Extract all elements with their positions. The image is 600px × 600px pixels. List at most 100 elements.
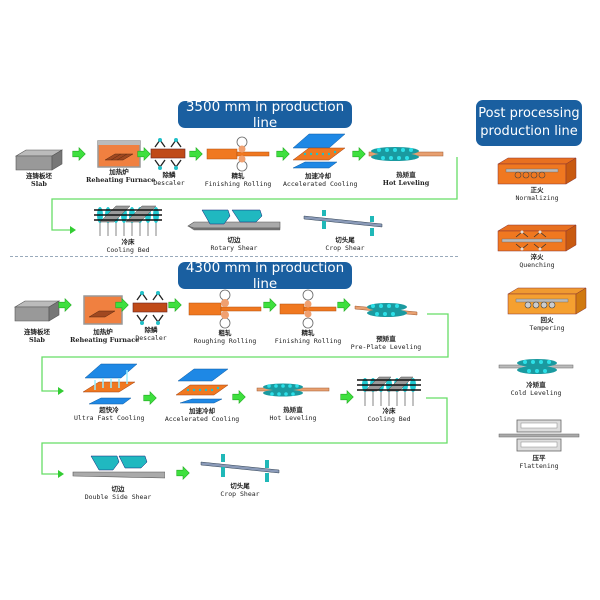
step-label-cn: 精轧 — [301, 329, 315, 337]
flow-arrow-icon — [176, 466, 190, 480]
furnace-icon — [83, 295, 123, 325]
banner-title-line2: production line — [480, 124, 578, 139]
step-label-cn: 压平 — [532, 454, 546, 462]
step-label-cn: 冷床 — [121, 238, 135, 246]
leveler-icon — [354, 303, 418, 317]
connector-arrowhead — [58, 387, 64, 395]
step-label-cn: 加速冷却 — [189, 407, 215, 415]
ultra-fast-cooling-icon — [82, 363, 137, 405]
flow-arrow-icon — [340, 390, 354, 404]
step-label-en: Accelerated Cooling — [283, 180, 358, 188]
step-label-en: Quenching — [519, 261, 555, 269]
step-label-cn: 回火 — [540, 316, 554, 324]
step-tempering: 回火 Tempering — [504, 286, 590, 332]
step-label-en: Accelerated Cooling — [164, 415, 240, 423]
step-label-en: Flattening — [519, 462, 559, 470]
furnace-icon — [97, 140, 141, 168]
cooling-bed-icon — [357, 376, 421, 406]
accelerated-cooling-icon — [292, 133, 346, 169]
step-label-cn: 切边 — [111, 485, 125, 493]
connector-arrowhead — [58, 470, 64, 478]
step-label-cn: 切头尾 — [335, 236, 355, 244]
slab-icon — [13, 300, 61, 322]
step-pre-plate-leveling: 预矫直 Pre-Plate Leveling — [346, 300, 426, 351]
step-cold-leveling: 冷矫直 Cold Leveling — [496, 357, 576, 397]
step-label-cn: 加热炉 — [93, 328, 113, 336]
step-reheating-furnace: 加热炉 Reheating Furnace — [86, 140, 156, 184]
step-label-en: Cooling Bed — [106, 246, 150, 254]
cooling-bed-icon — [94, 205, 162, 236]
step-label-en: Roughing Rolling — [193, 337, 257, 345]
tempering-furnace-icon — [507, 287, 587, 315]
step-flattening: 压平 Flattening — [496, 418, 582, 470]
step-label-en: Pre-Plate Leveling — [350, 343, 422, 351]
step-label-cn: 加热炉 — [109, 168, 129, 176]
normalizing-furnace-icon — [497, 157, 577, 185]
step-quenching: 淬火 Quenching — [494, 223, 580, 269]
step-label-cn: 预矫直 — [376, 335, 396, 343]
step-label-en: Finishing Rolling — [274, 337, 342, 345]
step-label-en: Descaler — [153, 179, 185, 187]
slab-icon — [14, 149, 64, 171]
flow-arrow-icon — [143, 391, 157, 405]
step-label-cn: 连铸板坯 — [24, 328, 50, 336]
banner-post-processing: Post processing production line — [476, 100, 582, 146]
banner-title-line1: Post processing — [478, 106, 580, 121]
flow-arrow-icon — [232, 390, 246, 404]
step-finishing-rolling: 精轧 Finishing Rolling — [270, 289, 346, 345]
step-label-en: Slab — [29, 336, 45, 344]
section-divider — [10, 256, 458, 257]
step-reheating-furnace: 加热炉 Reheating Furnace — [70, 295, 139, 344]
quenching-furnace-icon — [497, 224, 577, 252]
step-label-en: Rotary Shear — [210, 244, 258, 252]
flow-arrow-icon — [352, 147, 366, 161]
step-label-cn: 切头尾 — [230, 482, 250, 490]
step-label-en: Hot Leveling — [269, 414, 317, 422]
step-label-en: Double Side Shear — [84, 493, 152, 501]
flow-arrow-icon — [189, 147, 203, 161]
step-label-en: Normalizing — [515, 194, 559, 202]
step-label-en: Cold Leveling — [510, 389, 562, 397]
step-label-en: Finishing Rolling — [204, 180, 272, 188]
crop-shear-icon — [200, 454, 280, 482]
step-label-en: Crop Shear — [220, 490, 260, 498]
flow-arrow-icon — [115, 298, 129, 312]
shear-icon — [187, 209, 281, 231]
step-roughing-rolling: 粗轧 Roughing Rolling — [180, 289, 270, 345]
step-label-en: Hot Leveling — [382, 179, 430, 187]
rolling-mill-icon — [188, 289, 262, 329]
step-label-cn: 连铸板坯 — [26, 172, 52, 180]
step-label-cn: 冷床 — [382, 407, 396, 415]
step-double-side-shear: 切边 Double Side Shear — [70, 454, 166, 501]
step-label-cn: 粗轧 — [218, 329, 232, 337]
rolling-mill-icon — [279, 289, 337, 329]
step-label-en: Descaler — [135, 334, 167, 342]
flow-arrow-icon — [72, 147, 86, 161]
step-slab: 连铸板坯 Slab — [12, 299, 62, 344]
leveler-icon — [368, 147, 444, 161]
step-cooling-bed: 冷床 Cooling Bed — [88, 202, 168, 254]
step-accelerated-cooling: 加速冷却 Accelerated Cooling — [283, 132, 358, 188]
descaler-icon — [150, 138, 186, 170]
step-label-en: Cooling Bed — [367, 415, 411, 423]
banner-4300-line: 4300 mm in production line — [178, 260, 352, 292]
step-label-en: Crop Shear — [325, 244, 365, 252]
shear-icon — [72, 455, 165, 479]
step-label-cn: 热矫直 — [283, 406, 303, 414]
descaler-icon — [132, 291, 168, 325]
step-label-en: Reheating Furnace — [86, 176, 156, 184]
accelerated-cooling-icon — [175, 368, 229, 404]
step-descaler: 除鳞 Descaler — [148, 137, 190, 187]
leveler-icon — [256, 383, 330, 397]
step-rotary-shear: 切边 Rotary Shear — [186, 208, 282, 252]
step-accelerated-cooling: 加速冷却 Accelerated Cooling — [162, 367, 242, 423]
step-label-cn: 冷矫直 — [526, 381, 546, 389]
step-crop-shear: 切头尾 Crop Shear — [300, 210, 390, 252]
step-slab: 连铸板坯 Slab — [14, 148, 64, 188]
step-cooling-bed: 冷床 Cooling Bed — [354, 373, 424, 423]
step-normalizing: 正火 Normalizing — [494, 156, 580, 202]
step-label-cn: 除鳞 — [144, 326, 158, 334]
step-hot-leveling: 热矫直 Hot Leveling — [366, 143, 446, 187]
banner-title: 3500 mm in production line — [185, 98, 345, 131]
step-descaler: 除鳞 Descaler — [130, 290, 172, 342]
